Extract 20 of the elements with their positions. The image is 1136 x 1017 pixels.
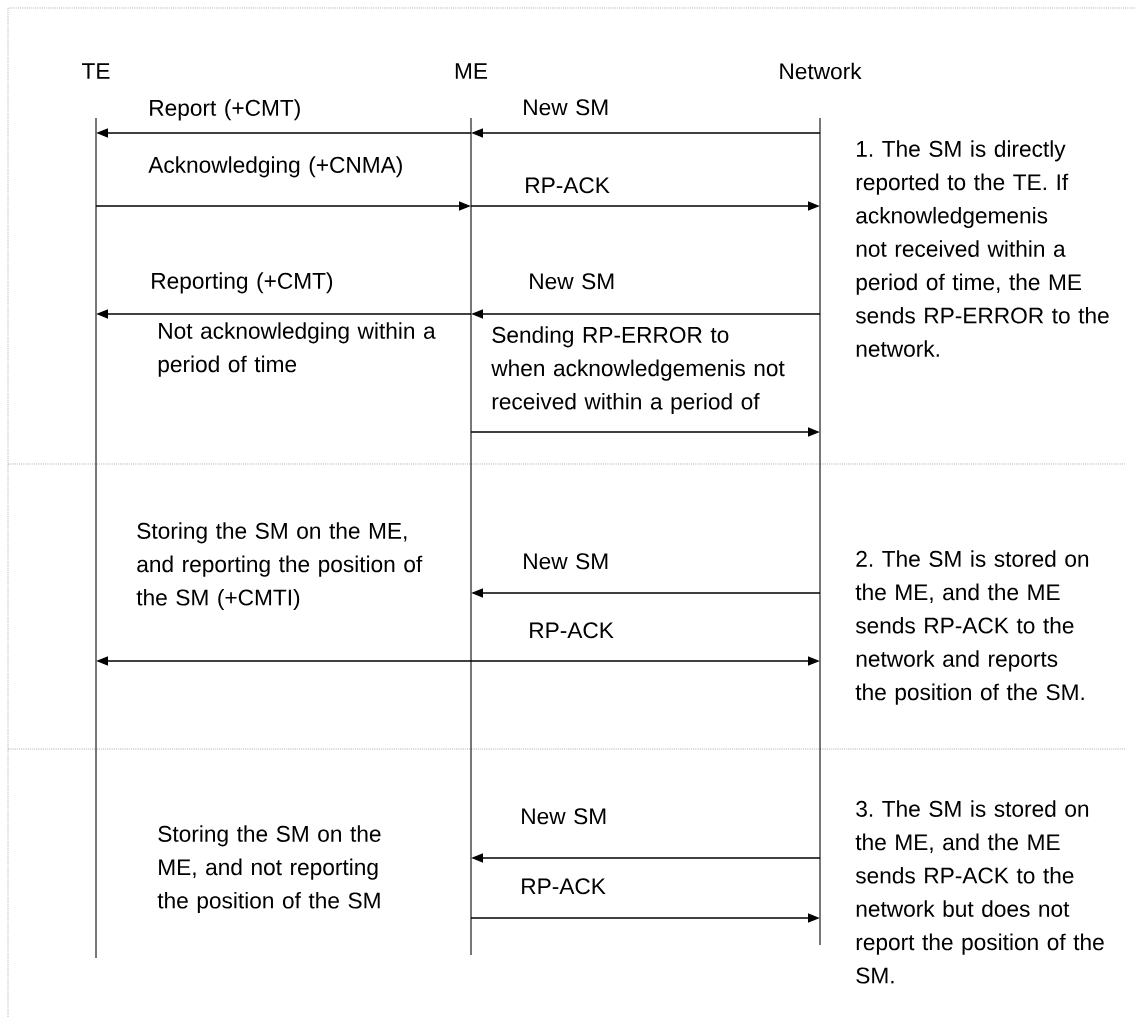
message-label: Reporting (+CMT) (152, 272, 333, 294)
message-label: New SM (524, 553, 608, 570)
message-label: RP-ACK (526, 177, 610, 194)
message-label: RP-ACK (522, 878, 606, 895)
message-label: New SM (522, 808, 606, 825)
note-text: 2. The SM is stored on the ME, and the ME sends RP-ACK to the network and reports the position of the SM. (855, 550, 1089, 705)
note-text: 3. The SM is stored on the ME, and the ME sends RP-ACK to the network but does not report the position of the SM. (855, 800, 1104, 984)
message-label: Acknowledging (+CNMA) (148, 156, 402, 178)
message-label: Report (+CMT) (150, 99, 300, 121)
participant-label: TE (82, 63, 110, 79)
note-text: Storing the SM on the ME, and not reporting the position of the SM (157, 825, 381, 914)
message-label: Sending RP-ERROR to when acknowledgemenis not received within a period of (491, 326, 785, 415)
message-label: New SM (530, 273, 614, 290)
participant-label: ME (455, 63, 487, 79)
note-text: 1. The SM is directly reported to the TE. If acknowledgemenis not received within a period of time, the ME sends RP-ERROR to the network. (855, 140, 1109, 357)
note-text: Storing the SM on the ME, and reporting the position of the SM (+CMTI) (136, 522, 423, 611)
note-text: Not acknowledging within a period of time (158, 322, 436, 377)
message-label: RP-ACK (530, 622, 614, 639)
participant-label: Network (780, 62, 862, 80)
message-label: New SM (524, 99, 608, 116)
